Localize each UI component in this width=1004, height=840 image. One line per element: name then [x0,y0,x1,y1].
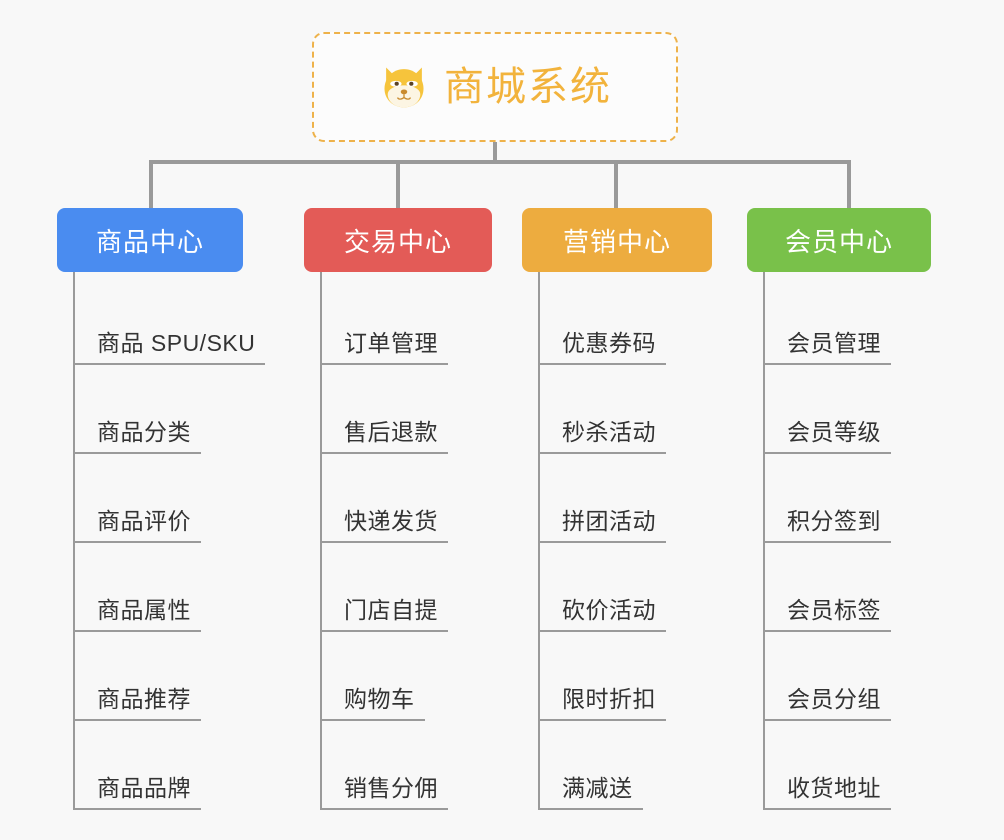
category-header-marketing[interactable]: 营销中心 [522,208,712,272]
list-item[interactable]: 收货地址 [747,721,962,810]
list-item[interactable]: 商品分类 [57,365,287,454]
list-item[interactable]: 拼团活动 [522,454,737,543]
list-item[interactable]: 商品品牌 [57,721,287,810]
branch-marketing: 优惠券码 秒杀活动 拼团活动 砍价活动 限时折扣 满减送 [522,272,737,810]
leaf-label: 门店自提 [344,597,438,623]
leaf-label: 拼团活动 [562,508,656,534]
leaf-label: 商品分类 [97,419,191,445]
list-item[interactable]: 订单管理 [304,276,519,365]
list-item[interactable]: 商品属性 [57,543,287,632]
leaf-label: 会员管理 [787,330,881,356]
connector-drop-4 [847,160,851,208]
list-item[interactable]: 秒杀活动 [522,365,737,454]
list-item[interactable]: 门店自提 [304,543,519,632]
list-item[interactable]: 限时折扣 [522,632,737,721]
shiba-dog-face-icon [384,67,424,108]
list-item[interactable]: 优惠券码 [522,276,737,365]
list-item[interactable]: 售后退款 [304,365,519,454]
leaf-label: 购物车 [344,686,415,712]
list-item[interactable]: 会员标签 [747,543,962,632]
list-item[interactable]: 商品评价 [57,454,287,543]
list-item[interactable]: 快递发货 [304,454,519,543]
leaf-label: 商品评价 [97,508,191,534]
list-item[interactable]: 会员分组 [747,632,962,721]
category-column-marketing: 营销中心 优惠券码 秒杀活动 拼团活动 砍价活动 限时折扣 满减送 [522,208,737,810]
list-item[interactable]: 销售分佣 [304,721,519,810]
leaf-label: 会员标签 [787,597,881,623]
leaf-label: 快递发货 [344,508,438,534]
category-column-product: 商品中心 商品 SPU/SKU 商品分类 商品评价 商品属性 商品推荐 商品品牌 [57,208,287,810]
leaf-label: 优惠券码 [562,330,656,356]
category-header-member[interactable]: 会员中心 [747,208,931,272]
list-item[interactable]: 商品推荐 [57,632,287,721]
connector-drop-2 [396,160,400,208]
leaf-label: 积分签到 [787,508,881,534]
leaf-label: 收货地址 [787,775,881,801]
category-header-product[interactable]: 商品中心 [57,208,243,272]
leaf-label: 售后退款 [344,419,438,445]
category-column-member: 会员中心 会员管理 会员等级 积分签到 会员标签 会员分组 收货地址 [747,208,962,810]
branch-member: 会员管理 会员等级 积分签到 会员标签 会员分组 收货地址 [747,272,962,810]
root-node[interactable]: 商城系统 [312,32,678,142]
root-title: 商城系统 [444,65,612,109]
connector-stem [493,142,497,164]
leaf-label: 商品属性 [97,597,191,623]
list-item[interactable]: 会员管理 [747,276,962,365]
leaf-label: 会员分组 [787,686,881,712]
leaf-label: 砍价活动 [562,597,656,623]
connector-drop-3 [614,160,618,208]
list-item[interactable]: 商品 SPU/SKU [57,276,287,365]
leaf-label: 商品 SPU/SKU [97,330,256,356]
category-label: 交易中心 [343,226,452,257]
list-item[interactable]: 购物车 [304,632,519,721]
leaf-label: 商品推荐 [97,686,191,712]
list-item[interactable]: 会员等级 [747,365,962,454]
list-item[interactable]: 积分签到 [747,454,962,543]
leaf-label: 满减送 [562,775,633,801]
list-item[interactable]: 满减送 [522,721,737,810]
category-column-trade: 交易中心 订单管理 售后退款 快递发货 门店自提 购物车 销售分佣 [304,208,519,810]
branch-product: 商品 SPU/SKU 商品分类 商品评价 商品属性 商品推荐 商品品牌 [57,272,287,810]
leaf-label: 秒杀活动 [562,419,656,445]
category-header-trade[interactable]: 交易中心 [304,208,492,272]
connector-drop-1 [149,160,153,208]
category-label: 商品中心 [95,226,204,257]
list-item[interactable]: 砍价活动 [522,543,737,632]
leaf-label: 商品品牌 [97,775,191,801]
leaf-label: 销售分佣 [344,775,438,801]
leaf-label: 限时折扣 [562,686,656,712]
leaf-label: 会员等级 [787,419,881,445]
leaf-label: 订单管理 [344,330,438,356]
category-label: 会员中心 [784,226,893,257]
branch-trade: 订单管理 售后退款 快递发货 门店自提 购物车 销售分佣 [304,272,519,810]
connector-bus [149,160,851,164]
category-label: 营销中心 [562,226,671,257]
